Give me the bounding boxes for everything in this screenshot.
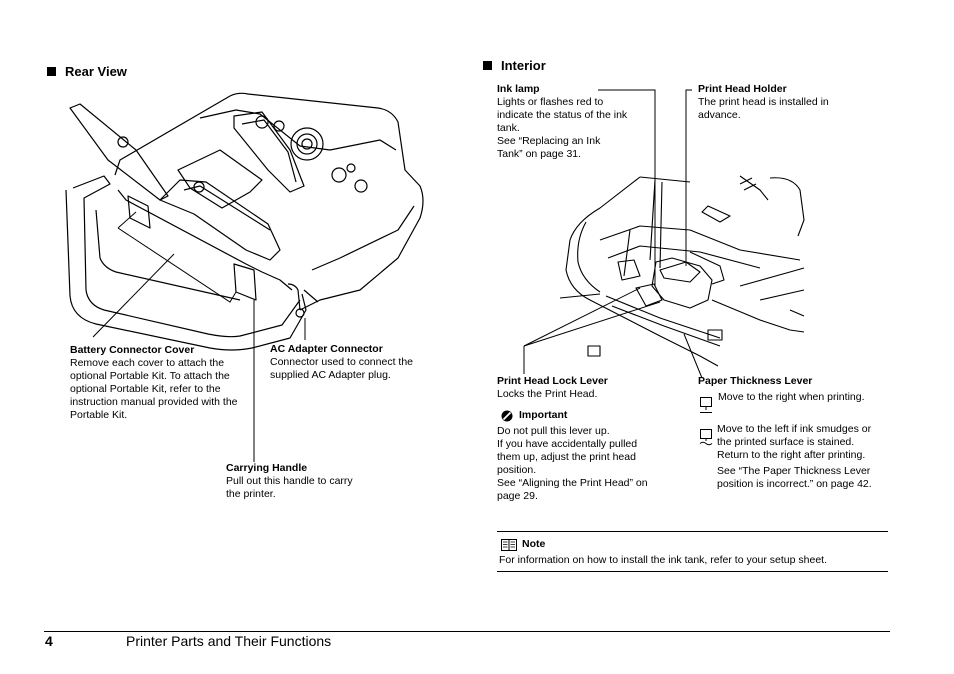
lever-see-line: position is incorrect.” on page 42. bbox=[717, 478, 872, 490]
ac-adapter-connector-line: Connector used to connect the bbox=[270, 356, 414, 368]
lever-right-position-icon bbox=[700, 397, 712, 413]
page-number: 4 bbox=[45, 633, 53, 649]
note-top-rule bbox=[497, 531, 888, 532]
ink-lamp-line: See “Replacing an Ink bbox=[497, 135, 601, 147]
note-text: For information on how to install the in… bbox=[499, 554, 828, 566]
carrying-handle-callout: Carrying Handle Pull out this handle to … bbox=[226, 462, 386, 501]
ink-lamp-line: Tank” on page 31. bbox=[497, 148, 582, 160]
lever-right-text: Move to the right when printing. bbox=[718, 391, 865, 403]
footer-rule bbox=[44, 631, 890, 632]
lever-see-line: See “The Paper Thickness Lever bbox=[717, 465, 871, 477]
ink-lamp-line: indicate the status of the ink bbox=[497, 109, 628, 121]
battery-connector-cover-line: instruction manual provided with the bbox=[70, 396, 238, 408]
carrying-handle-label: Carrying Handle bbox=[226, 462, 308, 474]
important-notice: Important Do not pull this lever up. If … bbox=[497, 409, 677, 503]
note-bottom-rule bbox=[497, 571, 888, 572]
interior-heading: Interior bbox=[483, 58, 546, 73]
ac-adapter-connector-line: supplied AC Adapter plug. bbox=[270, 369, 391, 381]
important-line: Do not pull this lever up. bbox=[497, 425, 610, 437]
lever-left-instructions: Move to the left if ink smudges or the p… bbox=[717, 423, 907, 491]
ink-lamp-line: Lights or flashes red to bbox=[497, 96, 604, 108]
battery-connector-cover-line: optional Portable Kit, refer to the bbox=[70, 383, 221, 395]
rear-view-title: Rear View bbox=[65, 64, 127, 79]
lever-left-line: the printed surface is stained. bbox=[717, 436, 855, 448]
print-head-holder-line: The print head is installed in bbox=[698, 96, 829, 108]
print-head-holder-callout: Print Head Holder The print head is inst… bbox=[698, 83, 858, 122]
lever-left-line: Return to the right after printing. bbox=[717, 449, 866, 461]
battery-connector-cover-line: Portable Kit. bbox=[70, 409, 128, 421]
important-heading: Important bbox=[497, 409, 677, 422]
ac-adapter-connector-callout: AC Adapter Connector Connector used to c… bbox=[270, 343, 440, 382]
bullet-square-icon bbox=[483, 61, 492, 70]
bullet-square-icon bbox=[47, 67, 56, 76]
ac-adapter-connector-label: AC Adapter Connector bbox=[270, 343, 383, 355]
print-head-lock-lever-line: Locks the Print Head. bbox=[497, 388, 598, 400]
important-label: Important bbox=[519, 409, 568, 421]
ink-lamp-line: tank. bbox=[497, 122, 520, 134]
battery-connector-cover-line: Remove each cover to attach the bbox=[70, 357, 225, 369]
print-head-lock-lever-label: Print Head Lock Lever bbox=[497, 375, 608, 387]
paper-thickness-lever-label: Paper Thickness Lever bbox=[698, 375, 813, 387]
note-label: Note bbox=[522, 538, 546, 550]
print-head-lock-lever-callout: Print Head Lock Lever Locks the Print He… bbox=[497, 375, 677, 401]
lever-left-position-icon bbox=[699, 429, 713, 446]
print-head-holder-line: advance. bbox=[698, 109, 741, 121]
battery-connector-cover-line: optional Portable Kit. To attach the bbox=[70, 370, 230, 382]
carrying-handle-line: Pull out this handle to carry bbox=[226, 475, 353, 487]
battery-connector-cover-callout: Battery Connector Cover Remove each cove… bbox=[70, 344, 260, 422]
footer-chapter-title: Printer Parts and Their Functions bbox=[126, 633, 332, 649]
ink-lamp-label: Ink lamp bbox=[497, 83, 540, 95]
battery-connector-cover-label: Battery Connector Cover bbox=[70, 344, 195, 356]
print-head-holder-label: Print Head Holder bbox=[698, 83, 787, 95]
important-line: If you have accidentally pulled bbox=[497, 438, 638, 450]
important-prohibited-icon bbox=[501, 410, 513, 421]
note-book-icon bbox=[501, 538, 517, 551]
interior-title: Interior bbox=[501, 58, 546, 73]
note-heading: Note bbox=[501, 538, 545, 551]
ink-lamp-callout: Ink lamp Lights or flashes red to indica… bbox=[497, 83, 647, 161]
important-line: position. bbox=[497, 464, 537, 476]
important-line: them up, adjust the print head bbox=[497, 451, 636, 463]
important-line: page 29. bbox=[497, 490, 538, 502]
carrying-handle-line: the printer. bbox=[226, 488, 276, 500]
lever-left-line: Move to the left if ink smudges or bbox=[717, 423, 872, 435]
rear-view-heading: Rear View bbox=[47, 64, 127, 79]
important-line: See “Aligning the Print Head” on bbox=[497, 477, 648, 489]
paper-thickness-lever-callout: Paper Thickness Lever bbox=[698, 375, 898, 388]
